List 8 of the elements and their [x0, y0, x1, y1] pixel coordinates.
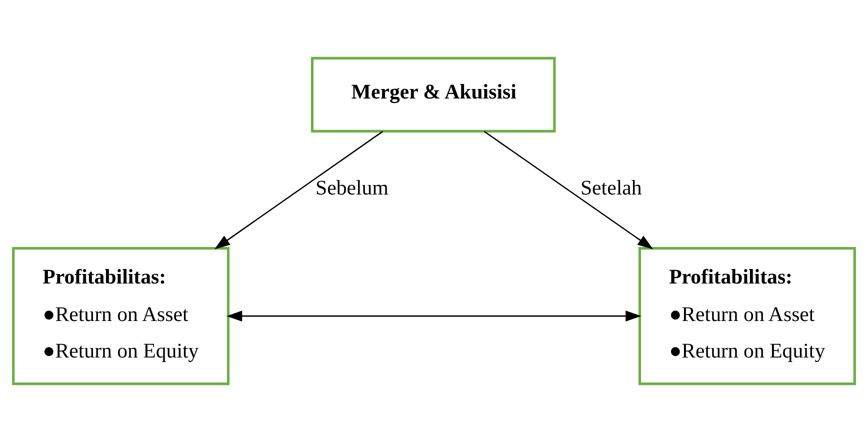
arrow	[226, 310, 642, 322]
node-box: Profitabilitas: ●Return on Asset ●Return on Equity	[638, 246, 856, 385]
arrow	[484, 130, 654, 249]
edge-label: Setelah	[580, 175, 642, 200]
node-box: Merger & Akuisisi	[310, 56, 556, 132]
arrow	[214, 130, 384, 249]
node-box: Profitabilitas: ●Return on Asset ●Return on Equity	[12, 246, 230, 385]
edge-label: Sebelum	[316, 175, 388, 200]
